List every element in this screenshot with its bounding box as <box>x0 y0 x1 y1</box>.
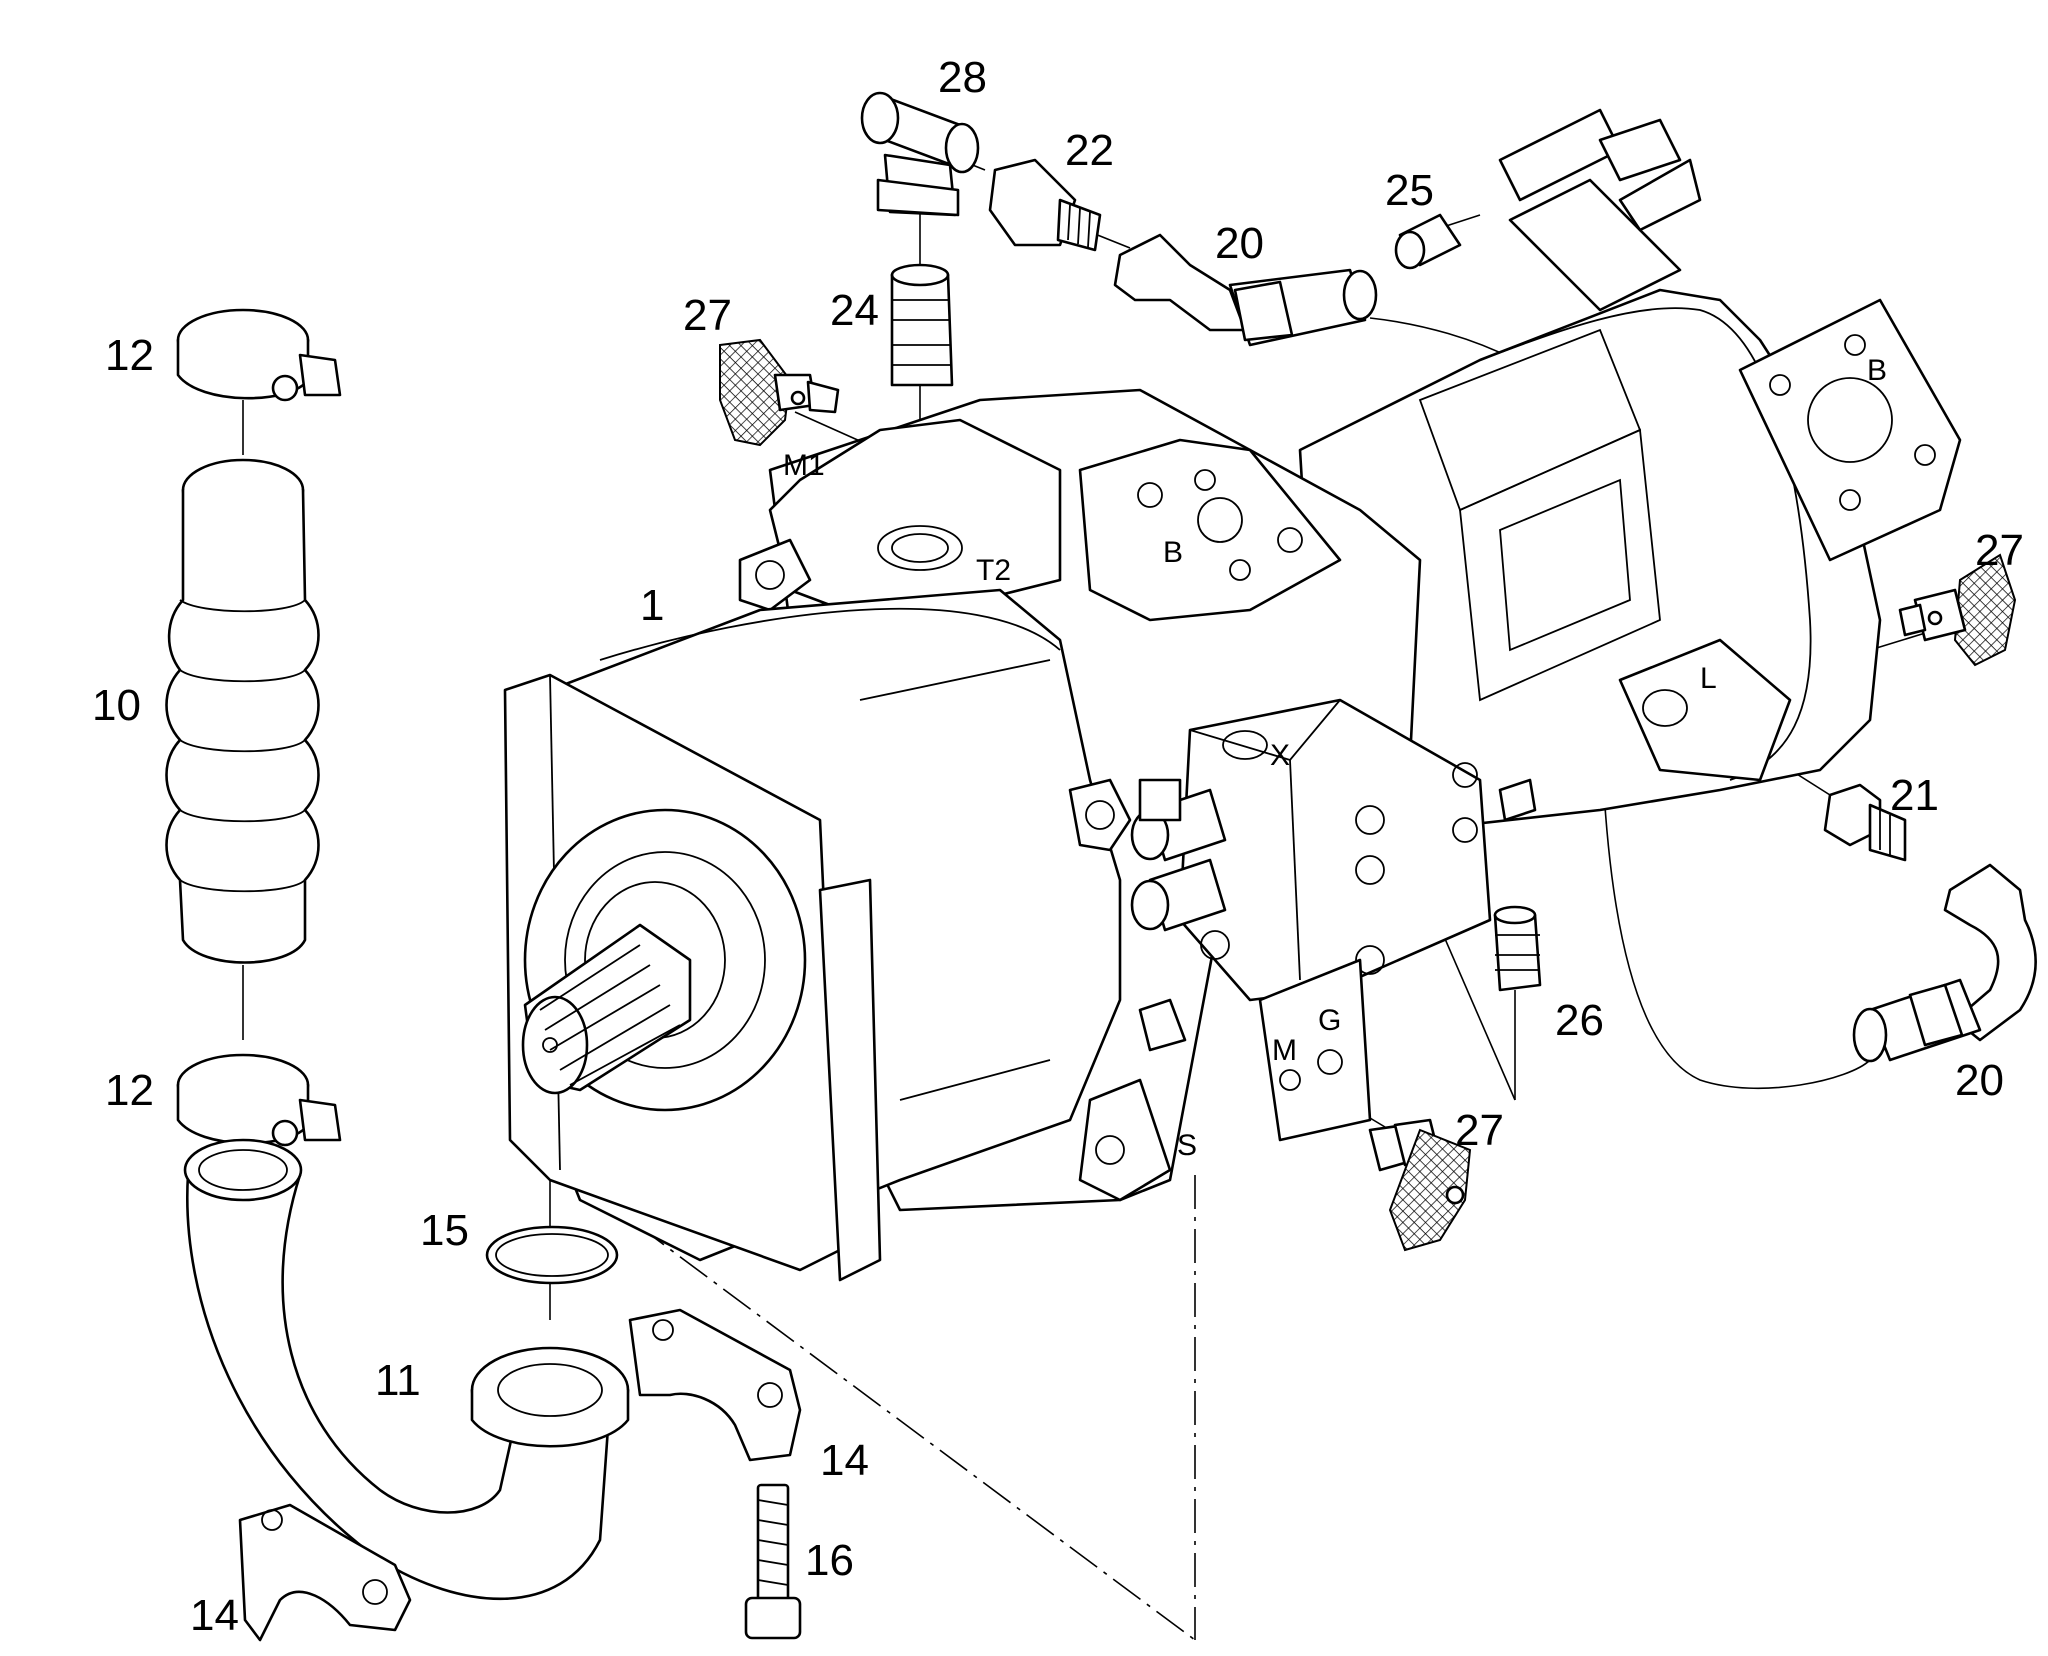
callout-25: 25 <box>1385 166 1434 215</box>
nipple-26 <box>1493 905 1542 992</box>
clamp-12-bottom <box>176 1053 342 1147</box>
hose-fitting-20-bottom <box>1852 863 2037 1063</box>
callout-15: 15 <box>420 1206 469 1255</box>
callout-27-bottom: 27 <box>1455 1106 1504 1155</box>
callout-27-right: 27 <box>1975 526 2024 575</box>
callout-10: 10 <box>92 681 141 730</box>
half-clamp-14-left <box>238 1503 412 1642</box>
callout-14-left: 14 <box>190 1591 239 1640</box>
port-label-l: L <box>1700 662 1717 695</box>
nipple-24 <box>890 263 954 387</box>
callout-20-top: 20 <box>1215 219 1264 268</box>
hose-fitting-20-top <box>1113 233 1378 347</box>
callout-16: 16 <box>805 1536 854 1585</box>
port-label-m: M <box>1272 1034 1297 1067</box>
callout-12-bottom: 12 <box>105 1066 154 1115</box>
callout-12-top: 12 <box>105 331 154 380</box>
test-fitting-27-right <box>1898 553 2017 667</box>
bolt-16 <box>744 1483 802 1640</box>
callout-20-bottom: 20 <box>1955 1056 2004 1105</box>
elbow-pipe-11 <box>183 1138 612 1601</box>
port-label-g: G <box>1318 1004 1341 1037</box>
callout-24: 24 <box>830 286 879 335</box>
flange-ring <box>470 1346 630 1448</box>
oring-15 <box>485 1225 619 1285</box>
callout-1: 1 <box>640 581 664 630</box>
port-label-b-flange: B <box>1867 354 1887 387</box>
port-labels: M1 T2 B B X L M G S <box>783 354 1887 1162</box>
tee-fitting-28 <box>860 91 980 217</box>
callout-11: 11 <box>375 1356 421 1405</box>
adapter-22 <box>988 158 1102 252</box>
plug-25 <box>1394 213 1462 270</box>
callout-27-top: 27 <box>683 291 732 340</box>
callout-14-right: 14 <box>820 1436 869 1485</box>
callout-28: 28 <box>938 53 987 102</box>
callout-labels: 1 10 11 12 12 14 14 15 16 20 20 21 22 24… <box>92 53 2024 1640</box>
callout-26: 26 <box>1555 996 1604 1045</box>
half-clamp-14-right <box>628 1308 802 1462</box>
port-label-t2: T2 <box>976 554 1011 587</box>
port-label-x: X <box>1270 739 1290 772</box>
callout-22: 22 <box>1065 126 1114 175</box>
port-label-b-front: B <box>1163 536 1183 569</box>
pump-assembly <box>503 108 1962 1282</box>
adapter-21 <box>1823 783 1907 862</box>
callout-21: 21 <box>1890 771 1939 820</box>
port-label-s: S <box>1177 1129 1197 1162</box>
test-fitting-27-top <box>719 338 840 447</box>
port-label-m1: M1 <box>783 449 825 482</box>
clamp-12-top <box>176 308 342 402</box>
hose-10 <box>165 458 320 964</box>
test-fitting-27-bottom <box>1368 1118 1472 1252</box>
